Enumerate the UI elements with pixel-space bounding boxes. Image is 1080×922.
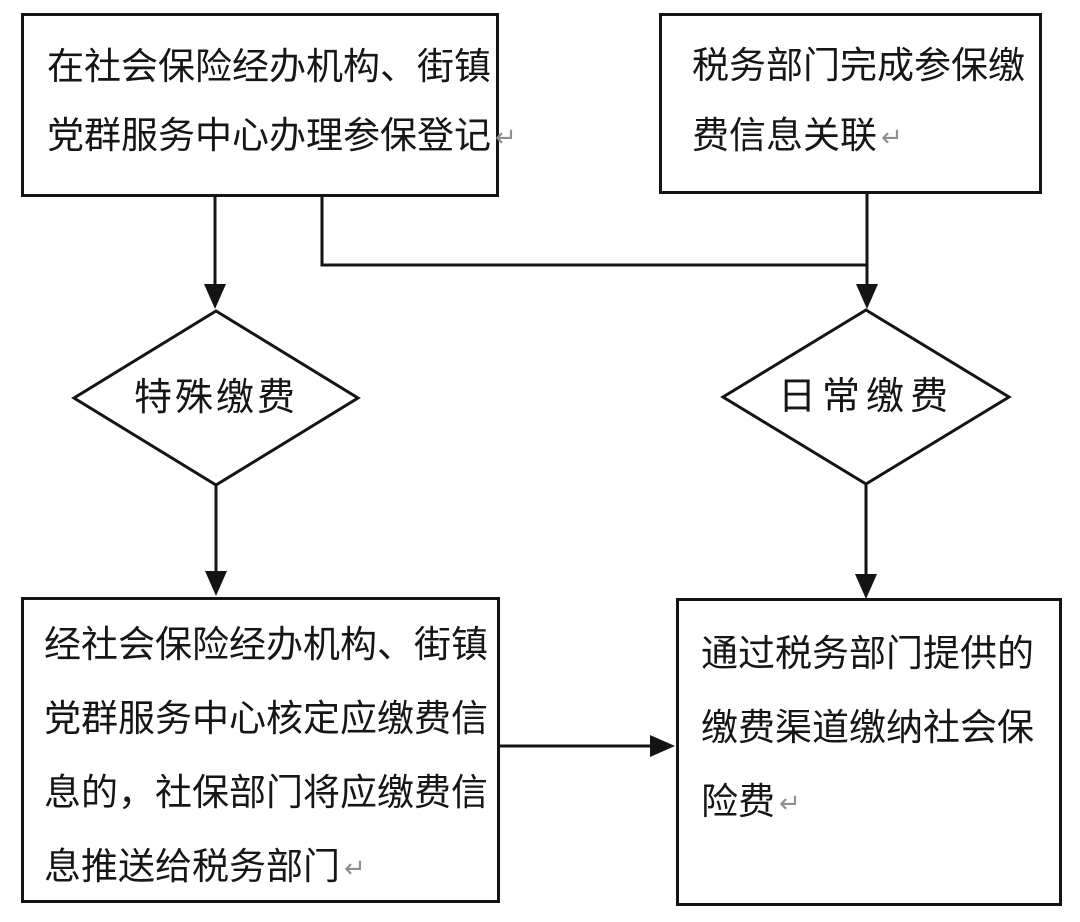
connector-register-to-daily-elbow bbox=[320, 196, 867, 267]
return-mark-icon: ↵ bbox=[779, 788, 801, 818]
register-box: 在社会保险经办机构、街镇 党群服务中心办理参保登记↵ bbox=[21, 13, 517, 197]
register-box-line-2-text: 党群服务中心办理参保登记 bbox=[47, 115, 491, 156]
arrow-daily-to-pay-arrowhead bbox=[855, 574, 877, 599]
arrow-verify-to-pay-arrowhead bbox=[650, 735, 675, 757]
diamond-special-shape bbox=[71, 309, 361, 487]
arrow-special-to-verify-arrowhead bbox=[205, 571, 227, 596]
verify-push-box-line-2: 党群服务中心核定应缴费信 bbox=[44, 682, 497, 756]
tax-link-box-line-2: 费信息关联↵ bbox=[692, 101, 1039, 172]
pay-channel-box-line-1-text: 通过税务部门提供的 bbox=[701, 633, 1034, 674]
verify-push-box: 经社会保险经办机构、街镇 党群服务中心核定应缴费信 息的，社保部门将应缴费信 息… bbox=[21, 597, 500, 903]
daily-payment-label: 日常缴费 bbox=[777, 376, 954, 418]
pay-channel-box: 通过税务部门提供的 缴费渠道缴纳社会保 险费↵ bbox=[676, 598, 1062, 906]
verify-push-box-line-3: 息的，社保部门将应缴费信 bbox=[44, 756, 497, 830]
pay-channel-box-line-2-text: 缴费渠道缴纳社会保 bbox=[701, 707, 1034, 748]
verify-push-box-line-1-text: 经社会保险经办机构、街镇 bbox=[44, 624, 488, 665]
register-box-line-1-text: 在社会保险经办机构、街镇 bbox=[47, 46, 491, 87]
pay-channel-box-line-3: 险费↵ bbox=[701, 765, 1059, 840]
pay-channel-box-line-2: 缴费渠道缴纳社会保 bbox=[701, 691, 1059, 765]
diamond-daily-shape bbox=[720, 308, 1012, 486]
register-box-line-2: 党群服务中心办理参保登记↵ bbox=[47, 101, 517, 172]
return-mark-icon: ↵ bbox=[495, 122, 517, 152]
verify-push-box-line-4: 息推送给税务部门↵ bbox=[44, 830, 497, 905]
tax-link-box: 税务部门完成参保缴 费信息关联↵ bbox=[659, 13, 1042, 194]
return-mark-icon: ↵ bbox=[344, 853, 366, 883]
tax-link-box-line-2-text: 费信息关联 bbox=[692, 115, 877, 156]
verify-push-box-line-1: 经社会保险经办机构、街镇 bbox=[44, 608, 497, 682]
special-payment-label: 特殊缴费 bbox=[133, 377, 298, 419]
verify-push-box-line-4-text: 息推送给税务部门 bbox=[44, 846, 340, 887]
arrow-register-to-special-arrowhead bbox=[204, 284, 226, 309]
verify-push-box-line-3-text: 息的，社保部门将应缴费信 bbox=[44, 772, 488, 813]
register-box-line-1: 在社会保险经办机构、街镇 bbox=[47, 32, 496, 101]
pay-channel-box-line-1: 通过税务部门提供的 bbox=[701, 617, 1059, 691]
tax-link-box-line-1-text: 税务部门完成参保缴 bbox=[692, 45, 1025, 86]
verify-push-box-line-2-text: 党群服务中心核定应缴费信 bbox=[44, 698, 488, 739]
pay-channel-box-line-3-text: 险费 bbox=[701, 781, 775, 822]
return-mark-icon: ↵ bbox=[881, 122, 903, 152]
tax-link-box-line-1: 税务部门完成参保缴 bbox=[692, 31, 1039, 101]
arrow-taxlink-to-daily-arrowhead bbox=[856, 284, 878, 309]
